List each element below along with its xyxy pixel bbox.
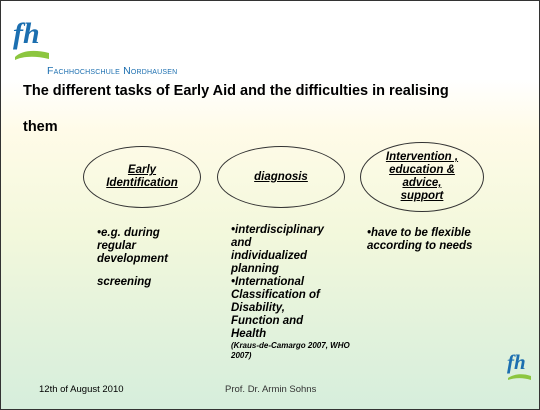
list-item: according to needs xyxy=(367,240,473,252)
ellipse-heading-line: education & xyxy=(389,164,455,176)
intervention-list: •have to be flexible according to needs xyxy=(367,227,507,253)
list-item: Function and xyxy=(231,315,304,327)
intervention-ellipse: Intervention , education & advice, suppo… xyxy=(360,142,484,212)
early-identification-list: •e.g. during regular development screeni… xyxy=(97,227,217,289)
list-item: and xyxy=(231,237,252,249)
early-identification-ellipse: Early Identification xyxy=(83,146,201,208)
diagnosis-ellipse: diagnosis xyxy=(217,146,345,208)
list-item: regular xyxy=(97,240,136,252)
slide-title-line2: them xyxy=(23,119,58,135)
list-item: Classification of xyxy=(231,289,320,301)
list-item: screening xyxy=(97,276,152,288)
fh-logo-icon: fh xyxy=(13,17,49,60)
list-item: •International xyxy=(231,276,305,288)
list-item: •interdisciplinary xyxy=(231,224,324,236)
footer-presenter: Prof. Dr. Armin Sohns xyxy=(225,384,317,395)
list-item: •have to be flexible xyxy=(367,227,471,239)
list-item: Disability, xyxy=(231,302,285,314)
list-item: •e.g. during xyxy=(97,227,160,239)
svg-text:fh: fh xyxy=(507,350,526,374)
fh-logo-small-icon: fh xyxy=(507,350,531,380)
ellipse-heading-line: support xyxy=(400,190,444,202)
list-item: planning xyxy=(231,263,279,275)
citation: (Kraus-de-Camargo 2007, WHO 2007) xyxy=(231,341,350,360)
school-name: Fachhochschule Nordhausen xyxy=(47,65,178,77)
ellipse-heading-line: Early xyxy=(127,164,157,176)
ellipse-heading-line: Identification xyxy=(106,177,178,189)
slide-title-line1: The different tasks of Early Aid and the… xyxy=(23,83,449,99)
ellipse-heading-line: advice, xyxy=(402,177,442,189)
list-item: development xyxy=(97,253,168,265)
list-item: Health xyxy=(231,328,267,340)
ellipse-heading-line: Intervention , xyxy=(385,151,459,163)
footer-date: 12th of August 2010 xyxy=(39,384,124,395)
list-item: individualized xyxy=(231,250,308,262)
svg-text:fh: fh xyxy=(13,17,40,50)
diagnosis-list: •interdisciplinary and individualized pl… xyxy=(231,224,361,361)
ellipse-heading-line: diagnosis xyxy=(254,170,308,183)
